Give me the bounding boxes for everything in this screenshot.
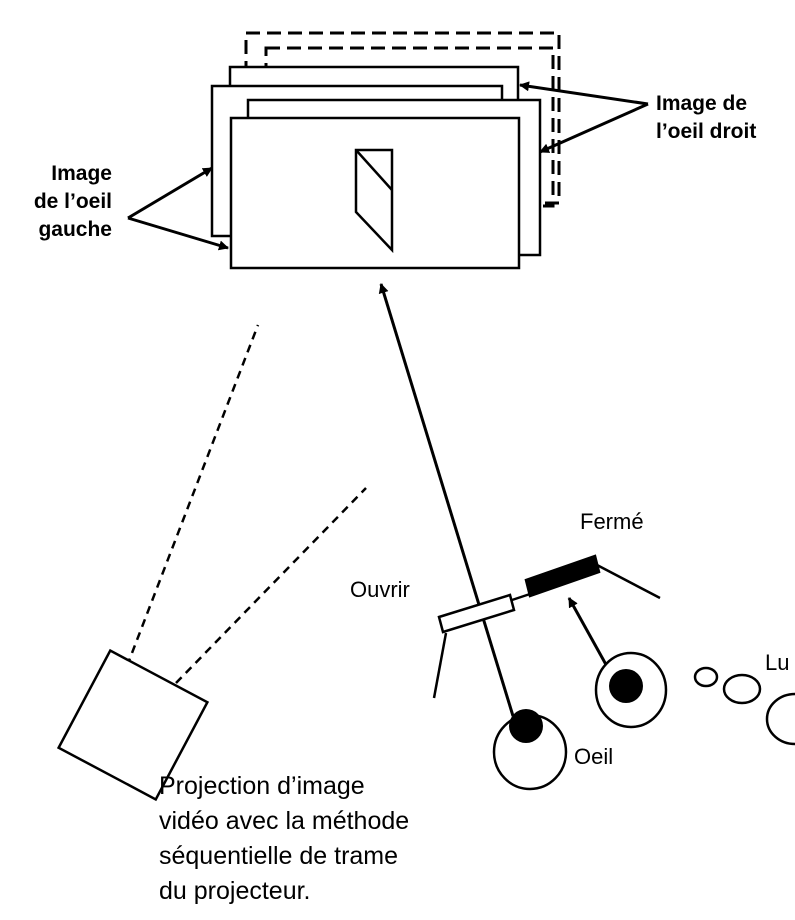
arrow-right-eye-lower [539, 102, 649, 154]
arrow-right-eye-upper [519, 81, 649, 106]
arrow-left-eye-upper [127, 166, 213, 220]
parallelogram-object [354, 148, 394, 254]
right-eye-image-label: Image de l’oeil droit [656, 90, 756, 146]
caption-line-4: du projecteur. [159, 877, 311, 905]
frame-left-2 [229, 116, 521, 270]
open-label: Ouvrir [350, 577, 410, 602]
left-eye-image-line-2: de l’oeil [33, 190, 112, 213]
shutter-glasses [432, 554, 661, 699]
frame-stack [210, 65, 542, 270]
left-eye-image-label: Image de l’oeil gauche [34, 160, 112, 244]
caption-line-3: séquentielle de trame [159, 842, 399, 870]
caption-line-1: Projection d’image [159, 772, 365, 800]
projector [56, 648, 210, 802]
label-arrows [127, 81, 649, 251]
arrow-left-eye-lower [127, 216, 229, 251]
eye-left [492, 709, 568, 791]
left-eye-image-line-1: Image [51, 162, 112, 185]
eye-right [594, 651, 668, 729]
projection-beam [125, 324, 367, 684]
right-eye-image-line-2: l’oeil droit [656, 120, 757, 143]
projection-caption: Projection d’image vidéo avec la méthode… [159, 769, 409, 909]
glasses-partial-label: Lu [765, 650, 790, 675]
caption-line-2: vidéo avec la méthode [159, 807, 410, 835]
right-eye-image-line-1: Image de [656, 92, 748, 115]
glasses-bridge [511, 592, 531, 602]
open-shutter-lens [437, 593, 516, 634]
thought-bubbles [693, 666, 795, 746]
closed-shutter-lens [524, 554, 601, 598]
arrow-to-closed-shutter [567, 597, 611, 671]
glasses-left-temple [432, 632, 448, 699]
sight-line [378, 283, 515, 717]
closed-label: Fermé [580, 509, 644, 534]
eye-label: Oeil [574, 744, 614, 769]
left-eye-image-line-3: gauche [38, 218, 112, 241]
glasses-right-temple [596, 563, 661, 600]
